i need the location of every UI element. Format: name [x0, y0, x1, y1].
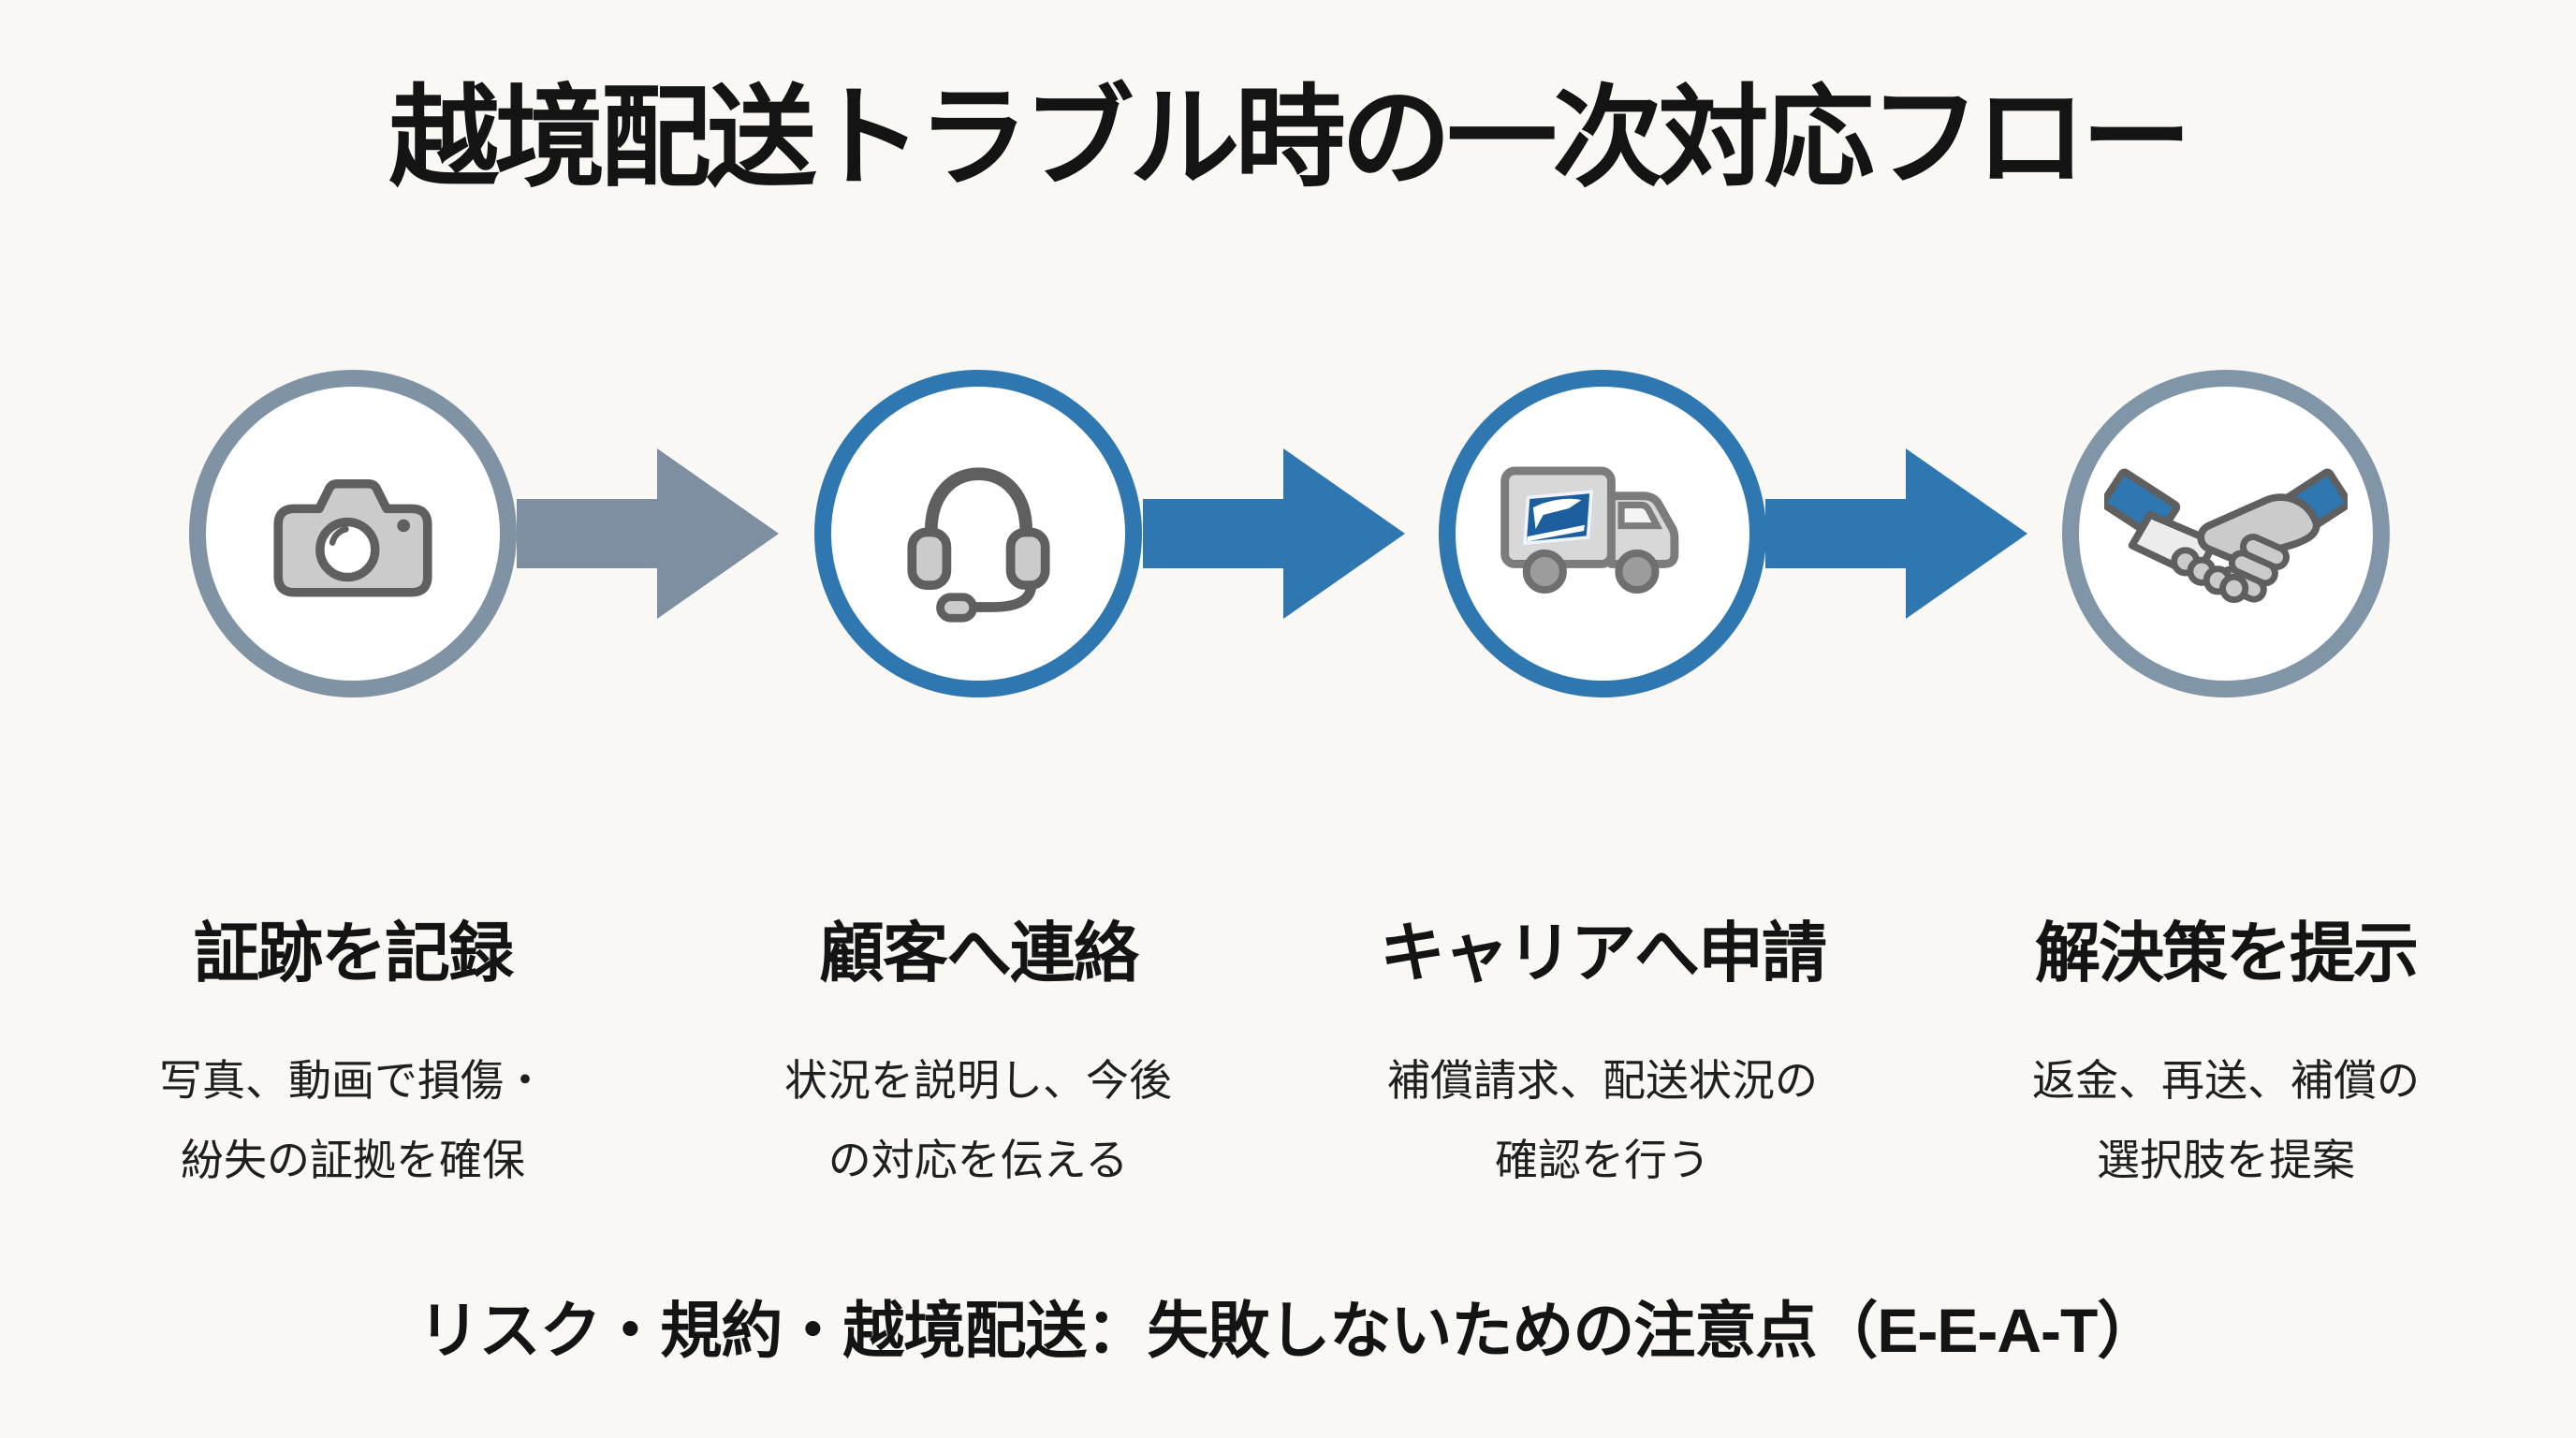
- step4-circle: [2062, 370, 2390, 697]
- flow-arrow-1: [517, 448, 779, 619]
- step3-label: キャリアへ申請: [1380, 917, 1827, 990]
- step2-circle: [814, 370, 1142, 697]
- step4-desc-line1: 返金、再送、補償の: [2032, 1056, 2420, 1105]
- step2-desc-line1: 状況を説明し、今後: [784, 1056, 1172, 1105]
- flow-arrow-3: [1765, 448, 2027, 619]
- step1-description: 写真、動画で損傷・ 紛失の証拠を確保: [63, 1041, 643, 1200]
- step4-label: 解決策を提示: [2035, 917, 2419, 990]
- footer-caption: リスク・規約・越境配送：失敗しないための注意点（E-E-A-T）: [417, 1296, 2159, 1365]
- page-title: 越境配送トラブル時の一次対応フロー: [388, 77, 2191, 200]
- step3-description: 補償請求、配送状況の 確認を行う: [1312, 1041, 1893, 1200]
- step2-desc-line2: の対応を伝える: [827, 1136, 1129, 1185]
- flow-arrow-2: [1143, 448, 1405, 619]
- truck-icon: [1500, 466, 1678, 594]
- camera-icon: [273, 479, 432, 597]
- headset-icon: [906, 466, 1050, 623]
- step3-circle: [1439, 370, 1766, 697]
- step3-desc-line2: 確認を行う: [1495, 1136, 1710, 1185]
- step4-description: 返金、再送、補償の 選択肢を提案: [1936, 1041, 2516, 1200]
- step2-description: 状況を説明し、今後 の対応を伝える: [688, 1041, 1268, 1200]
- step2-label: 顧客へ連絡: [819, 917, 1139, 990]
- step1-desc-line1: 写真、動画で損傷・: [159, 1056, 547, 1105]
- handshake-icon: [2104, 468, 2348, 603]
- step4-desc-line2: 選択肢を提案: [2097, 1136, 2355, 1185]
- step1-desc-line2: 紛失の証拠を確保: [181, 1136, 525, 1185]
- step1-label: 証跡を記録: [194, 917, 514, 990]
- step3-desc-line1: 補償請求、配送状況の: [1387, 1056, 1818, 1105]
- step1-circle: [189, 370, 517, 697]
